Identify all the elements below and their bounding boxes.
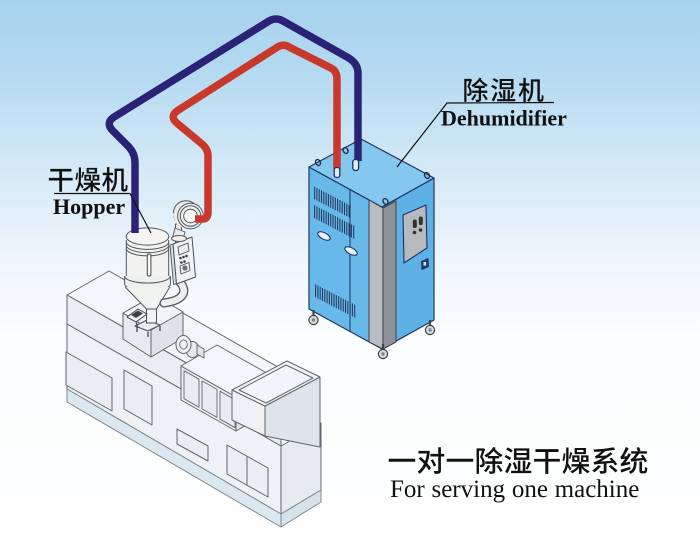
svg-text:Dehumidifier: Dehumidifier <box>441 106 567 131</box>
svg-text:For serving one machine: For serving one machine <box>390 476 639 503</box>
svg-text:Hopper: Hopper <box>53 194 125 219</box>
